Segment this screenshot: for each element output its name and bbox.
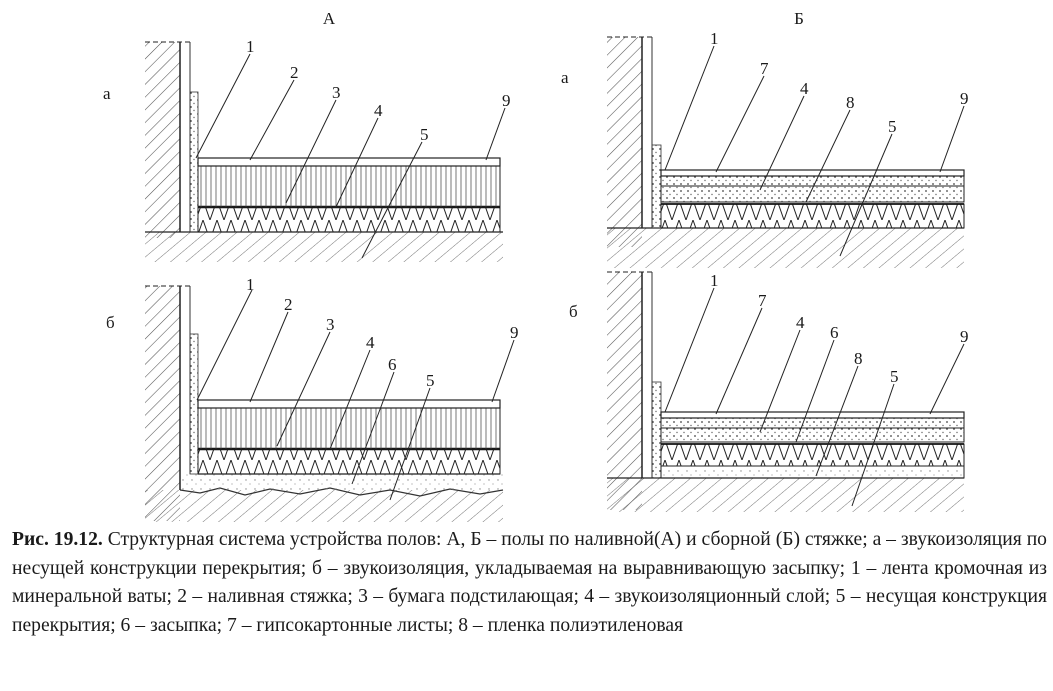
callout-5: 5 <box>888 117 897 136</box>
callout-9: 9 <box>960 327 969 346</box>
callout-labels-B-b: 1 7 4 6 8 5 9 <box>710 271 969 386</box>
callout-4: 4 <box>366 333 375 352</box>
section-A-b <box>145 285 504 522</box>
callout-5: 5 <box>890 367 899 386</box>
row-label-a-left: а <box>103 84 111 103</box>
callout-2: 2 <box>290 63 299 82</box>
floor-structure-drawing: А Б а б а б 1 2 3 4 5 9 <box>103 9 969 522</box>
callout-2: 2 <box>284 295 293 314</box>
section-A-a <box>145 41 503 262</box>
callout-4: 4 <box>796 313 805 332</box>
callout-1: 1 <box>710 29 719 48</box>
callout-5: 5 <box>420 125 429 144</box>
callouts-B-b <box>664 287 965 507</box>
callout-1: 1 <box>246 37 255 56</box>
callout-9: 9 <box>502 91 511 110</box>
callout-labels-A-a: 1 2 3 4 5 9 <box>246 37 511 144</box>
callouts-A-a <box>195 53 506 259</box>
callout-labels-A-b: 1 2 3 4 6 5 9 <box>246 275 519 390</box>
callout-1: 1 <box>246 275 255 294</box>
callout-1: 1 <box>710 271 719 290</box>
callout-labels-B-a: 1 7 4 8 5 9 <box>710 29 969 136</box>
callout-4: 4 <box>374 101 383 120</box>
section-B-b <box>607 271 965 512</box>
callout-9: 9 <box>510 323 519 342</box>
callout-9: 9 <box>960 89 969 108</box>
callout-8: 8 <box>846 93 855 112</box>
section-B-a <box>607 36 965 268</box>
panel-title-a: А <box>323 9 336 28</box>
callout-5: 5 <box>426 371 435 390</box>
callout-7: 7 <box>758 291 767 310</box>
callout-6: 6 <box>830 323 839 342</box>
callout-7: 7 <box>760 59 769 78</box>
callout-3: 3 <box>332 83 341 102</box>
row-label-a-right: а <box>561 68 569 87</box>
panel-title-b: Б <box>794 9 804 28</box>
callouts-A-b <box>196 289 515 501</box>
callout-6: 6 <box>388 355 397 374</box>
row-label-b-left: б <box>106 313 115 332</box>
row-label-b-right: б <box>569 302 578 321</box>
caption-text: Структурная система устройства полов: А,… <box>12 529 1047 636</box>
figure-number: Рис. 19.12. <box>12 529 103 550</box>
figure-caption: Рис. 19.12. Структурная система устройст… <box>12 526 1047 640</box>
callout-3: 3 <box>326 315 335 334</box>
callouts-B-a <box>664 45 965 257</box>
callout-8: 8 <box>854 349 863 368</box>
callout-4: 4 <box>800 79 809 98</box>
